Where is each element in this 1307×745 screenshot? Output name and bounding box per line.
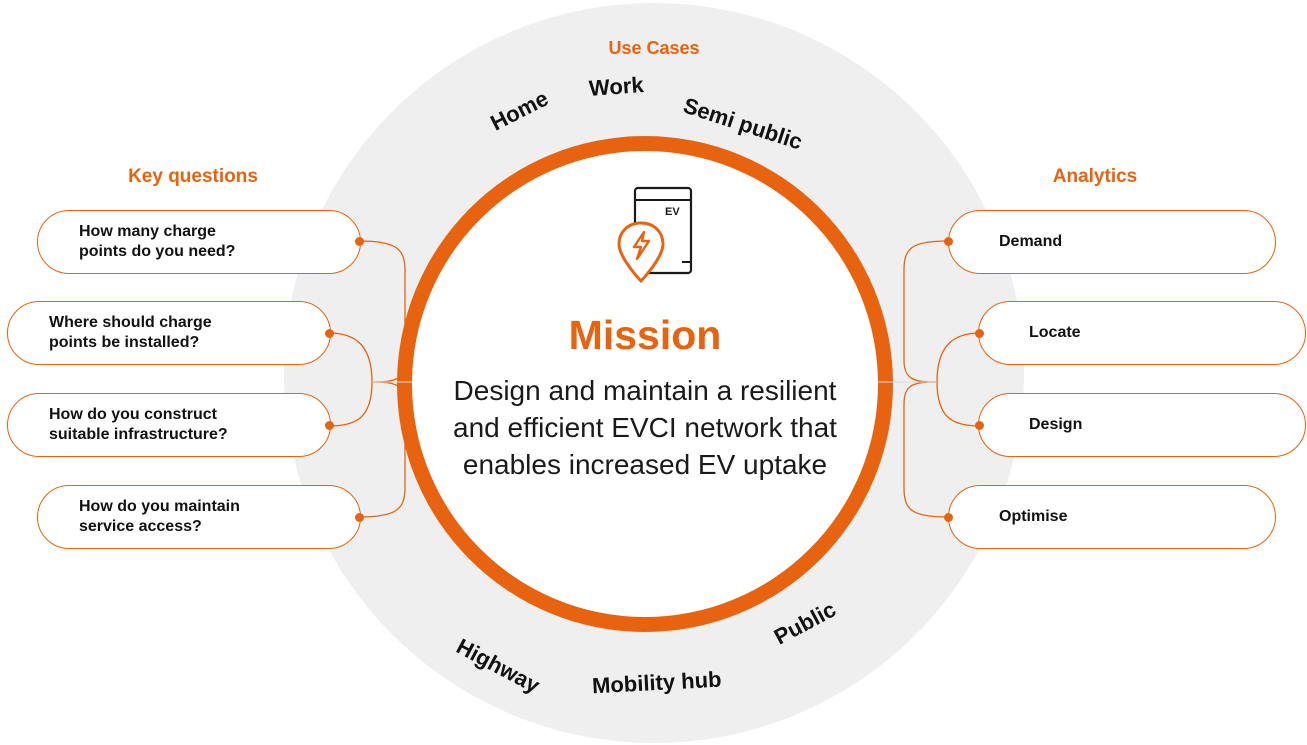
mission-title: Mission	[568, 312, 722, 358]
key-question-4-connector-dot	[355, 513, 364, 522]
key-question-2: Where should charge points be installed?	[7, 301, 331, 365]
use-cases-title: Use Cases	[608, 38, 700, 58]
analytics-demand-connector-dot	[944, 237, 953, 246]
use-case-work: Work	[588, 72, 645, 101]
key-question-1-connector-dot	[355, 237, 364, 246]
analytics-title: Analytics	[1052, 166, 1138, 187]
key-question-3-connector-dot	[325, 421, 334, 430]
left-bracket-top	[358, 240, 406, 383]
analytics-locate-text: Locate	[1029, 324, 1081, 341]
key-question-1: How many charge points do you need?	[37, 210, 361, 274]
key-questions-title: Key questions	[128, 166, 258, 187]
left-bracket-inner	[328, 332, 373, 427]
key-question-4: How do you maintain service access?	[37, 485, 361, 549]
analytics-optimise: Optimise	[948, 485, 1276, 549]
right-bracket-bottom	[903, 381, 949, 518]
key-question-3-text: How do you construct suitable infrastruc…	[49, 406, 228, 443]
analytics-design: Design	[978, 393, 1306, 457]
key-question-1-text: How many charge points do you need?	[79, 223, 236, 260]
analytics-locate-connector-dot	[975, 329, 984, 338]
analytics-optimise-text: Optimise	[999, 508, 1068, 525]
mission-statement: Design and maintain a resilient and effi…	[453, 375, 837, 480]
ev-label: EV	[665, 206, 680, 218]
analytics-optimise-connector-dot	[944, 513, 953, 522]
left-bracket-bottom	[358, 381, 406, 518]
right-bracket-inner	[936, 332, 981, 427]
analytics-design-text: Design	[1029, 416, 1083, 433]
key-question-3: How do you construct suitable infrastruc…	[7, 393, 331, 457]
ev-charger-location-icon: EV	[617, 186, 693, 284]
key-question-2-connector-dot	[325, 329, 334, 338]
right-bracket-top	[903, 240, 949, 383]
key-question-4-text: How do you maintain service access?	[79, 498, 240, 535]
analytics-design-connector-dot	[975, 421, 984, 430]
analytics-demand-text: Demand	[999, 233, 1063, 250]
key-question-2-text: Where should charge points be installed?	[49, 314, 212, 351]
analytics-locate: Locate	[978, 301, 1306, 365]
analytics-demand: Demand	[948, 210, 1276, 274]
